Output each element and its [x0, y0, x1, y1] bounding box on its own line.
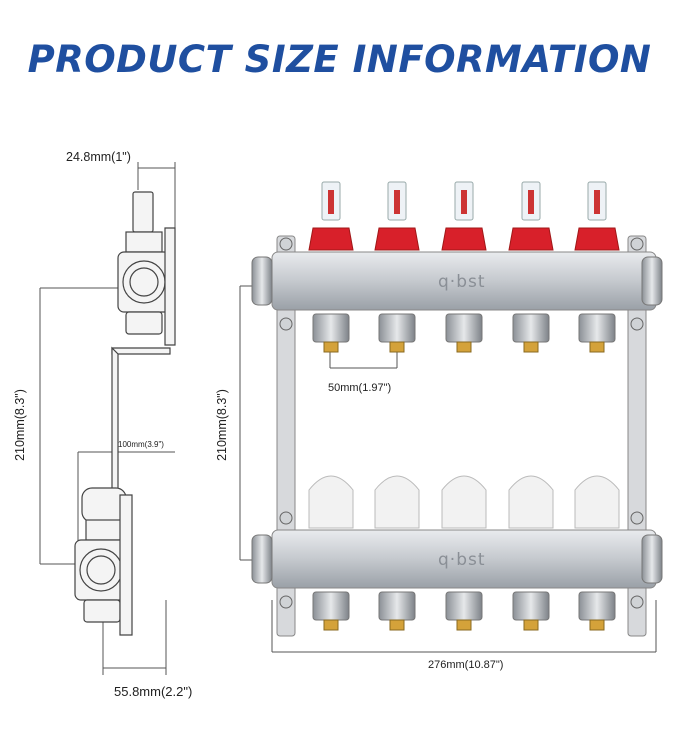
- bracket-screw: [630, 317, 644, 331]
- page-title: PRODUCT SIZE INFORMATION: [27, 38, 652, 81]
- top-outlet-nut: [512, 313, 550, 343]
- dim-bracket-offset: 100mm(3.9"): [118, 440, 164, 449]
- bottom-outlet-nut: [445, 591, 483, 621]
- bottom-outlet-nut: [312, 591, 350, 621]
- flow-meter-cap: [508, 227, 554, 251]
- dim-total-width: 276mm(10.87"): [428, 659, 504, 671]
- bottom-brass-fitting: [523, 619, 539, 631]
- top-brass-fitting: [456, 341, 472, 353]
- end-cap: [641, 256, 663, 306]
- flow-meter-cap: [308, 227, 354, 251]
- bracket-screw: [279, 595, 293, 609]
- bottom-outlet-nut: [378, 591, 416, 621]
- bracket-screw: [279, 317, 293, 331]
- bottom-brass-fitting: [389, 619, 405, 631]
- top-outlet-nut: [445, 313, 483, 343]
- end-cap: [251, 256, 273, 306]
- bottom-outlet-nut: [578, 591, 616, 621]
- top-outlet-nut: [378, 313, 416, 343]
- bracket-screw: [630, 237, 644, 251]
- dim-top-width: 24.8mm(1"): [66, 150, 131, 164]
- valve-cap: [574, 475, 620, 529]
- flow-meter-cap: [374, 227, 420, 251]
- bottom-brass-fitting: [323, 619, 339, 631]
- brand-logo-bottom: q·bst: [438, 550, 486, 570]
- top-brass-fitting: [589, 341, 605, 353]
- valve-cap: [374, 475, 420, 529]
- dim-bottom-depth: 55.8mm(2.2"): [114, 684, 193, 699]
- bottom-brass-fitting: [589, 619, 605, 631]
- bracket-screw: [279, 511, 293, 525]
- dim-right-height: 210mm(8.3"): [215, 389, 229, 461]
- top-outlet-nut: [312, 313, 350, 343]
- bottom-outlet-nut: [512, 591, 550, 621]
- valve-cap: [441, 475, 487, 529]
- top-outlet-nut: [578, 313, 616, 343]
- valve-cap: [308, 475, 354, 529]
- end-cap: [251, 534, 273, 584]
- end-cap: [641, 534, 663, 584]
- top-brass-fitting: [323, 341, 339, 353]
- flow-meter-cap: [574, 227, 620, 251]
- bracket-screw: [279, 237, 293, 251]
- valve-cap: [508, 475, 554, 529]
- brand-logo-top: q·bst: [438, 272, 486, 292]
- top-brass-fitting: [523, 341, 539, 353]
- bracket-screw: [630, 511, 644, 525]
- bottom-brass-fitting: [456, 619, 472, 631]
- flow-meter-cap: [441, 227, 487, 251]
- top-brass-fitting: [389, 341, 405, 353]
- bracket-screw: [630, 595, 644, 609]
- dim-port-spacing: 50mm(1.97"): [328, 382, 392, 394]
